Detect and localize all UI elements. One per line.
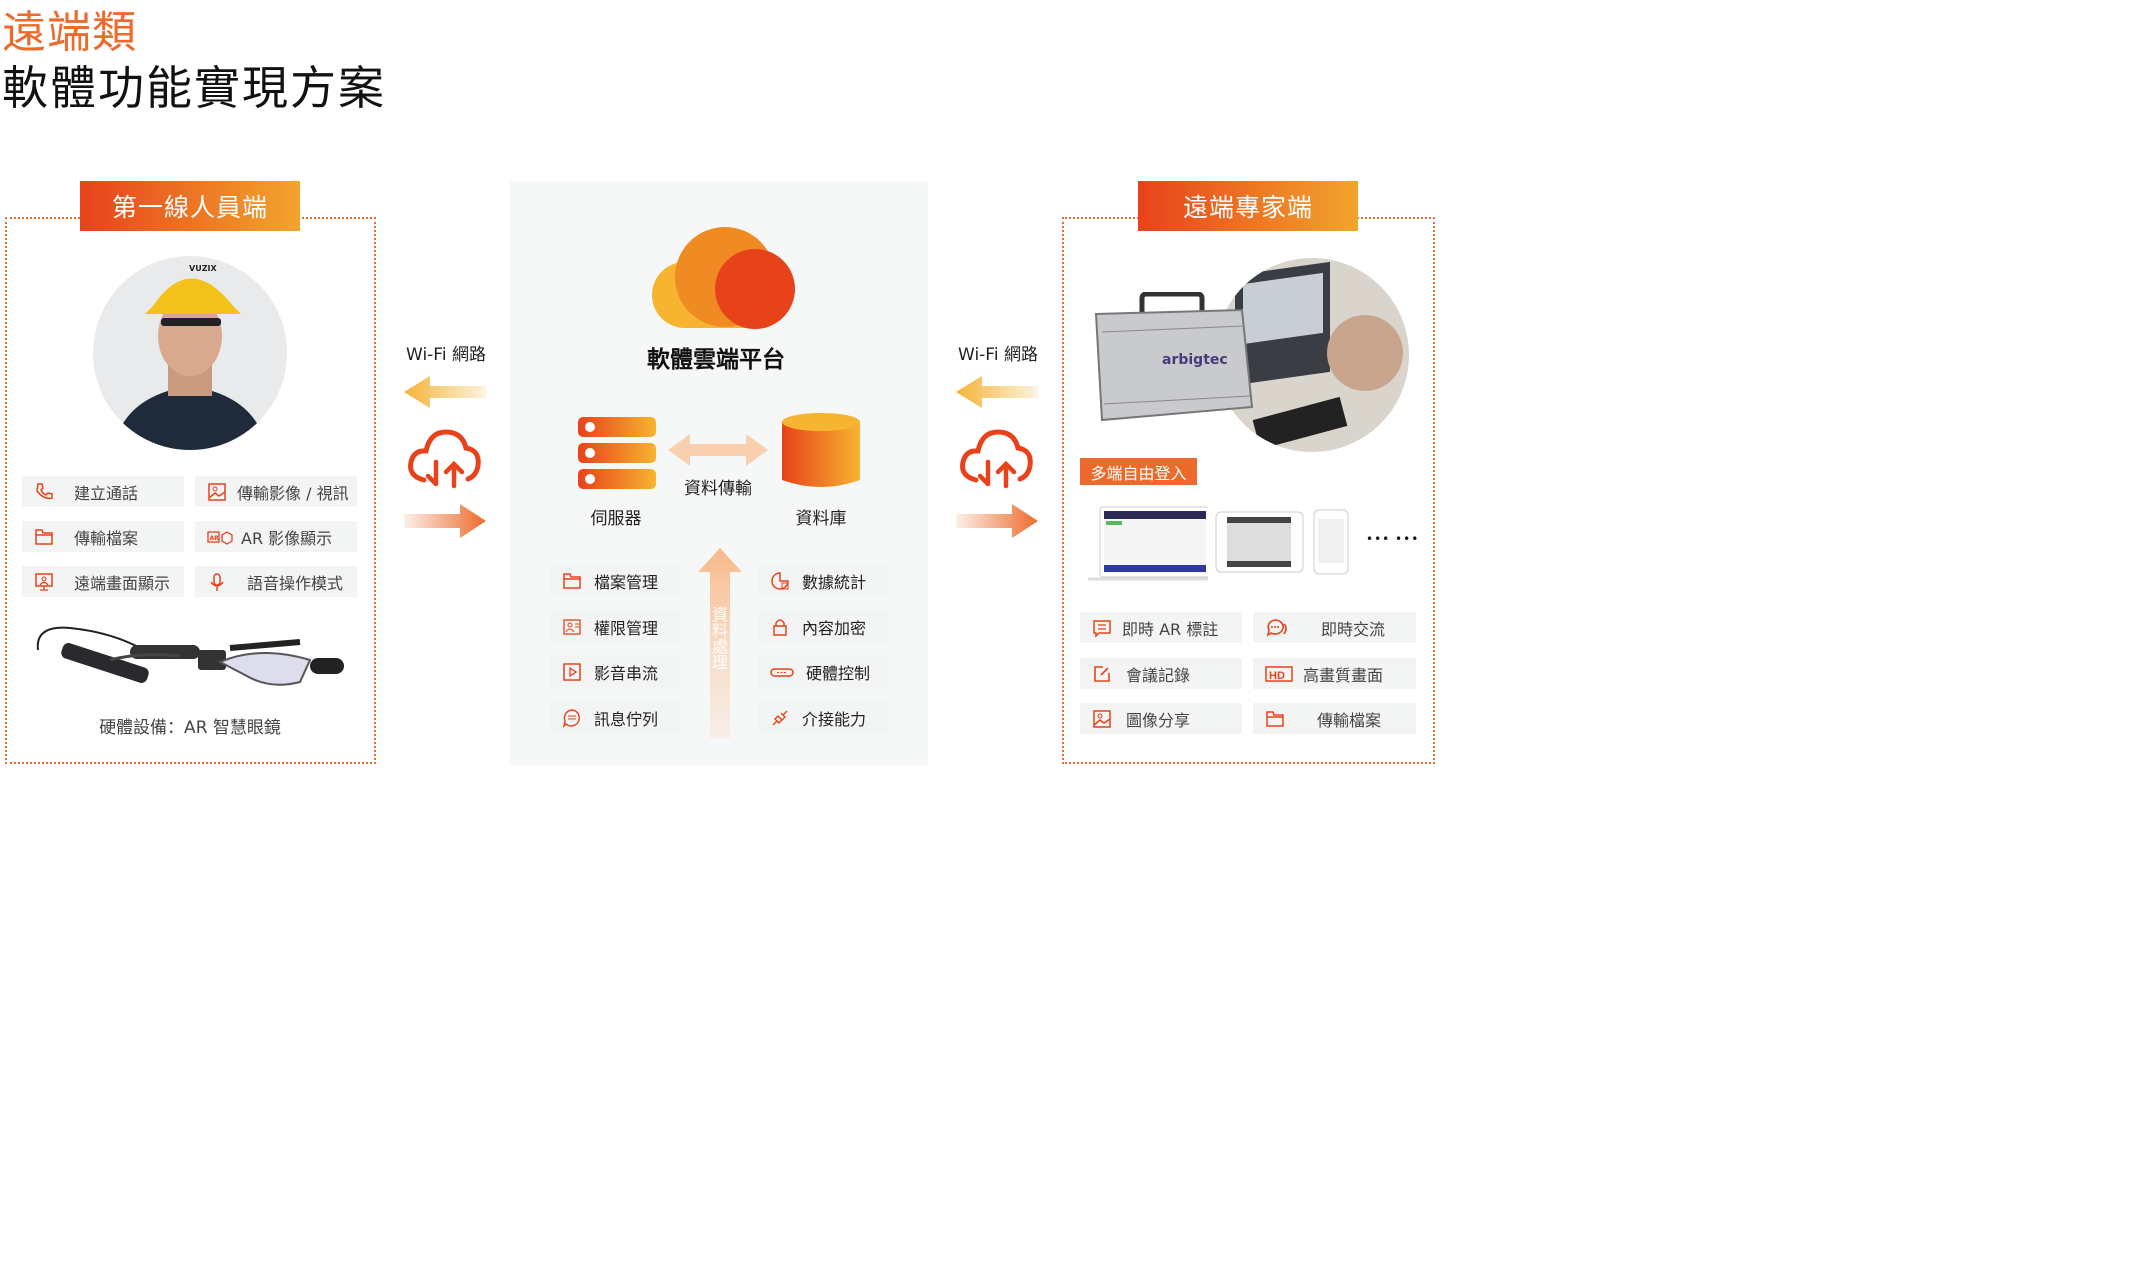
feature-ar-display: AR AR 影像顯示: [195, 521, 357, 552]
feature-encryption: 內容加密: [758, 611, 888, 642]
cloud-logo-icon: [652, 227, 795, 329]
feature-label: 內容加密: [802, 618, 867, 638]
server-icon: [578, 417, 656, 489]
cloud-sync-icon: [408, 429, 481, 489]
plug-icon: [772, 710, 788, 725]
feature-meeting-notes: 會議記錄: [1080, 658, 1242, 689]
brand-logo: arbigtec: [1162, 352, 1228, 368]
feature-image-share: 圖像分享: [1080, 703, 1242, 734]
platform-title: 軟體雲端平台: [647, 347, 785, 373]
hd-icon: HD: [1265, 665, 1293, 682]
edit-icon: [1094, 665, 1110, 682]
chart-icon: [771, 571, 789, 590]
page-title: 軟體功能實現方案: [2, 61, 386, 115]
arrow-left-icon: [956, 376, 1038, 408]
svg-text:AR: AR: [210, 535, 220, 542]
transfer-label: 資料傳輸: [684, 479, 752, 499]
cloud-sync-icon: [960, 429, 1033, 489]
remote-expert-banner: 遠端專家端: [1138, 181, 1358, 231]
folder-icon: [563, 572, 581, 589]
wifi-label-left: Wi-Fi 網路: [406, 345, 486, 365]
feature-live-chat: 即時交流: [1253, 612, 1416, 643]
arrow-left-icon: [404, 376, 486, 408]
hardware-caption: 硬體設備：AR 智慧眼鏡: [99, 718, 281, 738]
arrow-right-icon: [956, 504, 1038, 538]
feature-label: 數據統計: [802, 572, 867, 592]
processing-label: 資料處理: [709, 606, 728, 670]
feature-label: 傳輸影像 / 視訊: [237, 483, 349, 503]
feature-label: 訊息佇列: [594, 709, 659, 729]
phone-icon: [36, 482, 53, 499]
folder-icon: [35, 528, 53, 545]
user-permission-icon: [563, 618, 581, 635]
feature-label: 權限管理: [594, 618, 659, 638]
server-label: 伺服器: [590, 509, 642, 529]
data-processing-arrow-icon: [698, 548, 742, 738]
database-icon: [782, 413, 860, 487]
feature-file: 傳輸檔案: [22, 521, 184, 552]
lock-icon: [773, 618, 787, 636]
feature-label: 即時 AR 標註: [1122, 619, 1219, 639]
feature-label: 傳輸檔案: [74, 528, 139, 548]
feature-label: 硬體控制: [806, 663, 871, 683]
ar-glasses-image: [36, 626, 344, 686]
data-transfer-arrow-icon: [668, 434, 768, 466]
feature-label: 圖像分享: [1126, 710, 1191, 730]
feature-permissions: 權限管理: [550, 611, 680, 642]
arrow-right-icon: [404, 504, 486, 538]
remote-screen-icon: [35, 572, 53, 591]
multi-login-badge: 多端自由登入: [1080, 458, 1197, 485]
briefcase-image: [1094, 292, 1254, 422]
feature-label: 檔案管理: [594, 572, 659, 592]
microphone-icon: [210, 572, 224, 591]
feature-label: AR 影像顯示: [241, 528, 333, 548]
ar-icon: AR: [207, 530, 233, 545]
message-icon: [562, 708, 580, 728]
hardware-icon: [770, 667, 794, 677]
laptop-device-image: [1088, 506, 1208, 581]
wifi-label-right: Wi-Fi 網路: [958, 345, 1038, 365]
svg-text:HD: HD: [1269, 670, 1285, 682]
feature-call: 建立通話: [22, 476, 184, 507]
feature-hd: HD 高畫質畫面: [1253, 658, 1416, 689]
frontline-banner: 第一線人員端: [80, 181, 300, 231]
tablet-device-image: [1215, 511, 1304, 573]
feature-hardware-control: 硬體控制: [758, 656, 888, 687]
chat-bubble-icon: [1266, 618, 1287, 637]
phone-device-image: [1313, 509, 1349, 575]
worker-photo: VUZIX: [93, 256, 287, 450]
feature-label: 即時交流: [1321, 619, 1386, 639]
feature-label: 會議記錄: [1126, 665, 1191, 685]
feature-streaming: 影音串流: [550, 656, 680, 687]
feature-remote-screen: 遠端畫面顯示: [22, 566, 184, 597]
feature-label: 影音串流: [594, 663, 659, 683]
feature-statistics: 數據統計: [758, 565, 888, 596]
annotation-icon: [1093, 619, 1111, 638]
feature-label: 遠端畫面顯示: [74, 573, 171, 593]
feature-label: 介接能力: [802, 709, 867, 729]
feature-voice: 語音操作模式: [195, 566, 357, 597]
feature-file-transfer: 傳輸檔案: [1253, 703, 1416, 734]
feature-ar-annotation: 即時 AR 標註: [1080, 612, 1242, 643]
category-title: 遠端類: [2, 7, 137, 58]
image-icon: [208, 482, 226, 501]
play-icon: [563, 662, 581, 681]
feature-label: 高畫質畫面: [1303, 665, 1384, 685]
helmet-brand: VUZIX: [189, 264, 217, 273]
feature-label: 語音操作模式: [247, 573, 344, 593]
database-label: 資料庫: [795, 509, 847, 529]
folder-icon: [1266, 710, 1284, 727]
feature-image-video: 傳輸影像 / 視訊: [195, 476, 357, 507]
feature-label: 傳輸檔案: [1317, 710, 1382, 730]
feature-file-management: 檔案管理: [550, 565, 680, 596]
feature-message-queue: 訊息佇列: [550, 702, 680, 733]
more-devices-indicator: ••• •••: [1366, 532, 1420, 546]
feature-label: 建立通話: [74, 483, 139, 503]
image-icon: [1093, 709, 1111, 728]
feature-integration: 介接能力: [758, 702, 888, 733]
